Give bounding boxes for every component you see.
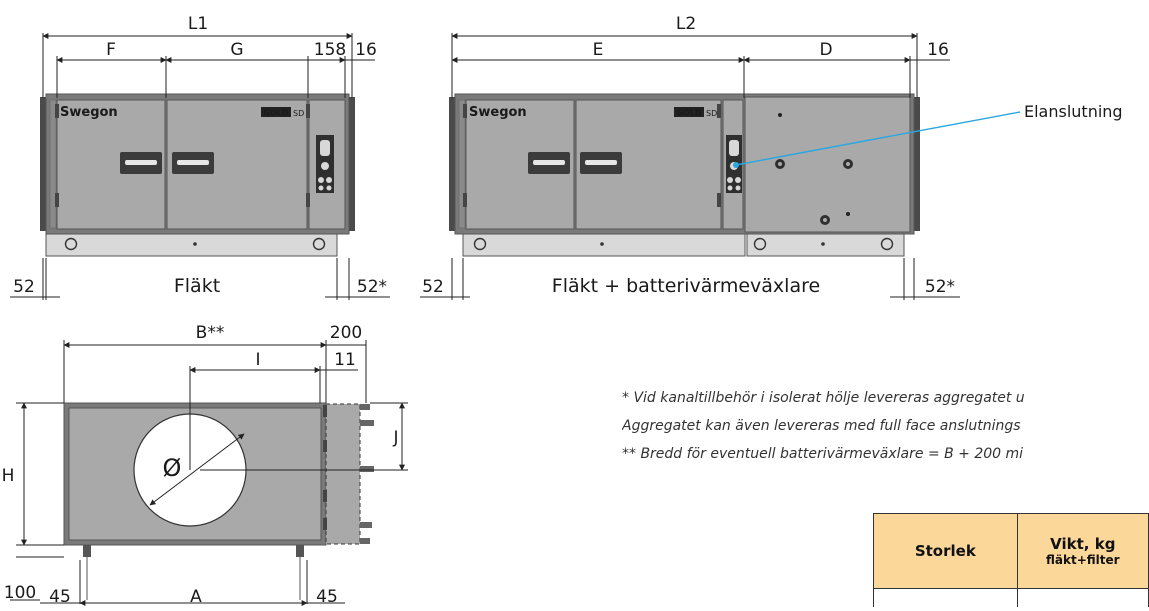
swegon-logo: Swegon <box>469 105 527 120</box>
dimension-lines <box>10 33 960 606</box>
callout-label: Elanslutning <box>1024 102 1123 121</box>
pipe-connection-icons <box>775 113 853 225</box>
swegon-logo: Swegon <box>60 105 118 120</box>
dim-l1: L1 <box>188 14 208 34</box>
handle-icon <box>120 152 162 174</box>
dim-11: 11 <box>334 350 356 370</box>
svg-text:SD: SD <box>293 109 304 118</box>
svg-text:GOLD: GOLD <box>263 109 288 118</box>
base-rail <box>45 233 338 257</box>
fan-unit-view: Swegon GOLD SD <box>40 93 355 257</box>
dim-b: B** <box>196 323 225 343</box>
left-flange <box>40 97 46 231</box>
fan-coil-unit-view: Swegon GOLD SD <box>449 93 920 257</box>
electrical-box-icon <box>316 135 334 193</box>
svg-text:SD: SD <box>706 109 717 118</box>
dim-52-b: 52* <box>357 277 387 297</box>
dim-52-d: 52* <box>925 277 955 297</box>
dim-52-a: 52 <box>13 277 35 297</box>
caption-fan-coil: Fläkt + batterivärmeväxlare <box>552 275 820 297</box>
dim-16-b: 16 <box>927 40 949 60</box>
dim-e: E <box>593 40 604 60</box>
table-header-weight-label: Vikt, kg <box>1050 535 1116 553</box>
dim-45-b: 45 <box>316 587 338 607</box>
dim-100: 100 <box>4 583 36 603</box>
dimension-labels: L1 F G 158 16 L2 E D 16 52 52* 52 52* B*… <box>2 14 955 607</box>
table-header-weight: Vikt, kg fläkt+filter <box>1016 513 1149 589</box>
handle-icon <box>580 152 622 174</box>
caption-fan: Fläkt <box>174 275 220 297</box>
spec-table: Storlek Vikt, kg fläkt+filter <box>873 513 1149 607</box>
table-header-size: Storlek <box>873 513 1018 589</box>
dim-diameter: Ø <box>163 454 182 482</box>
dim-52-c: 52 <box>422 277 444 297</box>
dim-f: F <box>106 40 116 60</box>
handle-icon <box>528 152 570 174</box>
note-3: ** Bredd för eventuell batterivärmeväxla… <box>622 446 1024 462</box>
dim-16-a: 16 <box>355 40 377 60</box>
right-flange <box>349 97 355 231</box>
note-1: * Vid kanaltillbehör i isolerat hölje le… <box>622 390 1025 406</box>
dim-l2: L2 <box>676 14 696 34</box>
table-header-weight-sub: fläkt+filter <box>1046 553 1120 567</box>
coil-box-outline <box>325 403 361 545</box>
callout-line <box>735 111 1021 166</box>
dim-200: 200 <box>330 323 362 343</box>
end-view <box>63 402 374 600</box>
dim-j: J <box>392 428 398 448</box>
table-cell <box>873 588 1018 607</box>
svg-text:Swegon: Swegon <box>469 105 527 120</box>
gold-badge: GOLD SD <box>674 107 717 118</box>
gold-badge: GOLD SD <box>261 107 304 118</box>
table-cell <box>1016 588 1149 607</box>
coil-module-panel <box>744 96 911 233</box>
note-2: Aggregatet kan även levereras med full f… <box>622 418 1021 434</box>
svg-text:GOLD: GOLD <box>676 109 701 118</box>
dim-i: I <box>255 350 260 370</box>
pipe-stub-icons <box>360 404 374 544</box>
dim-g: G <box>230 40 243 60</box>
dim-d: D <box>819 40 832 60</box>
dim-45-a: 45 <box>49 587 71 607</box>
dim-a: A <box>190 587 202 607</box>
dim-158: 158 <box>314 40 346 60</box>
dim-h: H <box>2 466 15 486</box>
handle-icon <box>172 152 214 174</box>
svg-text:Swegon: Swegon <box>60 105 118 120</box>
